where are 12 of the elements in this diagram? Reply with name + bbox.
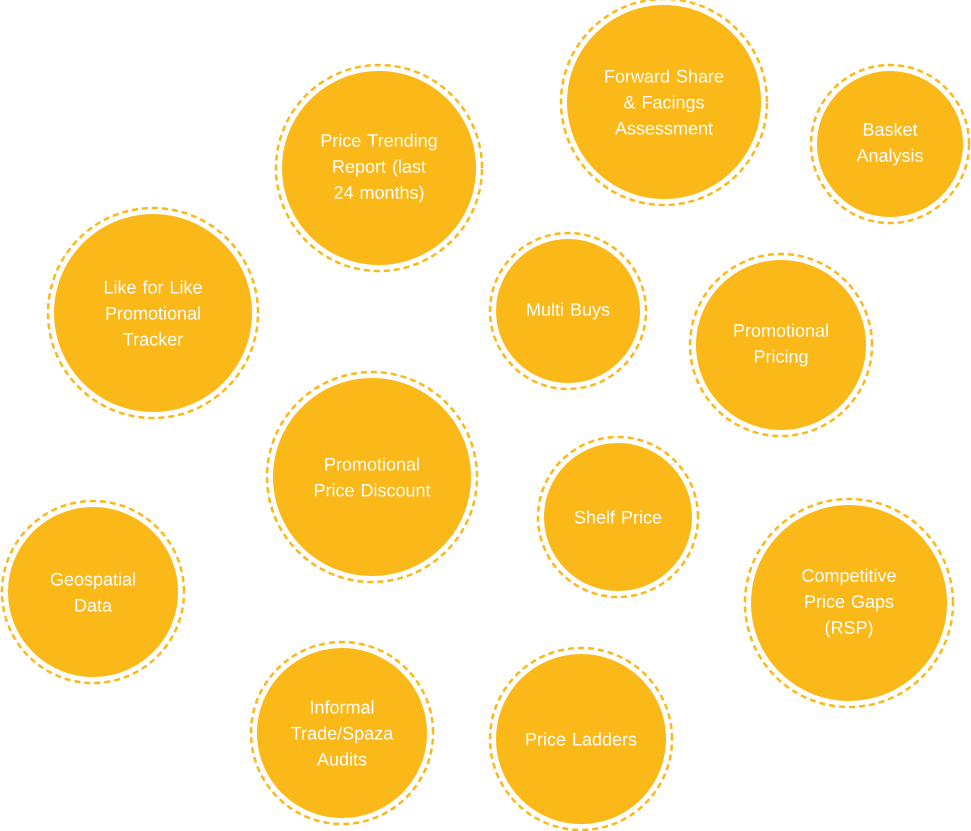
circle-node: Like for Like Promotional Tracker	[46, 206, 260, 420]
circle-node: Price Ladders	[488, 646, 674, 831]
circle-node: Promotional Price Discount	[266, 370, 478, 584]
circle-node: Informal Trade/Spaza Audits	[250, 640, 434, 826]
circle-node: Price Trending Report (last 24 months)	[274, 64, 484, 272]
circle-node: Forward Share & Facings Assessment	[560, 0, 768, 206]
circle-node: Competitive Price Gaps (RSP)	[744, 498, 954, 708]
circle-node: Geospatial Data	[0, 500, 186, 684]
circle-node: Promotional Pricing	[688, 252, 874, 438]
circle-node: Basket Analysis	[810, 64, 970, 224]
circle-node: Shelf Price	[536, 436, 700, 598]
circle-node: Multi Buys	[488, 232, 648, 390]
